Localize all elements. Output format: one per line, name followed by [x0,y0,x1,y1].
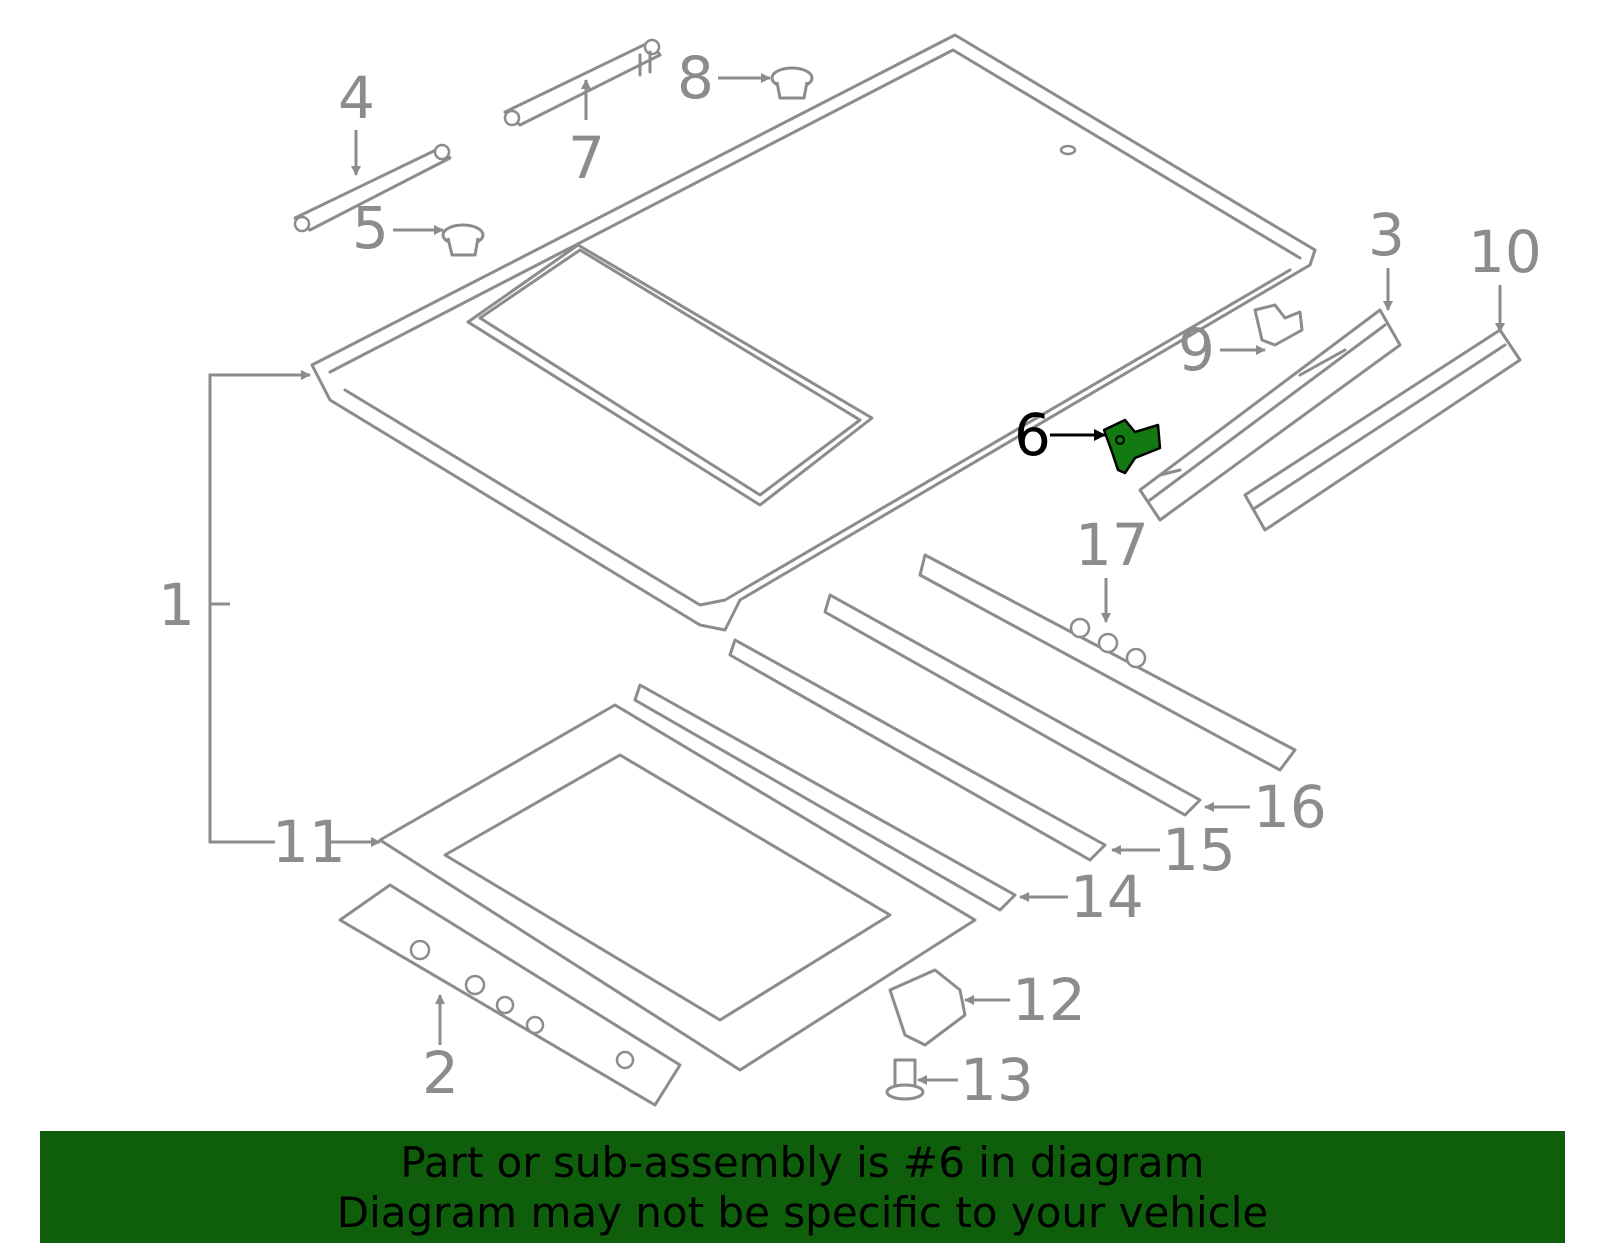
part-14-roof-bow [633,683,1017,912]
part-7-bracket [503,38,662,127]
callout-labels: 1 2 3 4 5 6 7 8 9 10 11 12 13 14 15 16 1… [158,44,1542,1114]
callout-17: 17 [1075,511,1149,579]
part-10-side-rail [1243,328,1522,532]
callout-2: 2 [422,1039,459,1107]
part-11-sunroof-frame [378,703,977,1072]
callout-9: 9 [1178,316,1215,384]
part-4-bracket [293,143,452,233]
callout-7: 7 [568,124,605,192]
callout-5: 5 [352,194,389,262]
part-5-grommet [441,223,485,257]
part-6-bracket-highlighted [1102,418,1162,475]
roof-panel [310,33,1317,632]
callout-6: 6 [1014,401,1051,469]
part-9-bracket [1253,303,1304,347]
banner-line-2: Diagram may not be specific to your vehi… [336,1188,1269,1237]
callout-1: 1 [158,571,195,639]
callout-4: 4 [338,64,375,132]
part-8-grommet [770,66,814,100]
callout-12: 12 [1012,966,1086,1034]
callout-13: 13 [960,1046,1034,1114]
callout-14: 14 [1070,863,1144,931]
callout-10: 10 [1468,218,1542,286]
part-17-roof-bow [918,553,1297,772]
part-16-roof-bow [823,593,1202,817]
callout-16: 16 [1253,773,1327,841]
info-banner: Part or sub-assembly is #6 in diagram Di… [40,1131,1565,1243]
banner-line-1: Part or sub-assembly is #6 in diagram [400,1138,1205,1187]
callout-3: 3 [1368,201,1405,269]
leader-lines [208,73,1505,1085]
callout-8: 8 [677,44,714,112]
part-12-bracket [888,968,967,1047]
part-13-bolt [885,1058,925,1101]
callout-15: 15 [1162,816,1236,884]
part-15-roof-bow [728,638,1107,862]
callout-11: 11 [272,808,346,876]
part-2-front-header [338,883,682,1107]
part-3-side-rail [1138,308,1402,522]
